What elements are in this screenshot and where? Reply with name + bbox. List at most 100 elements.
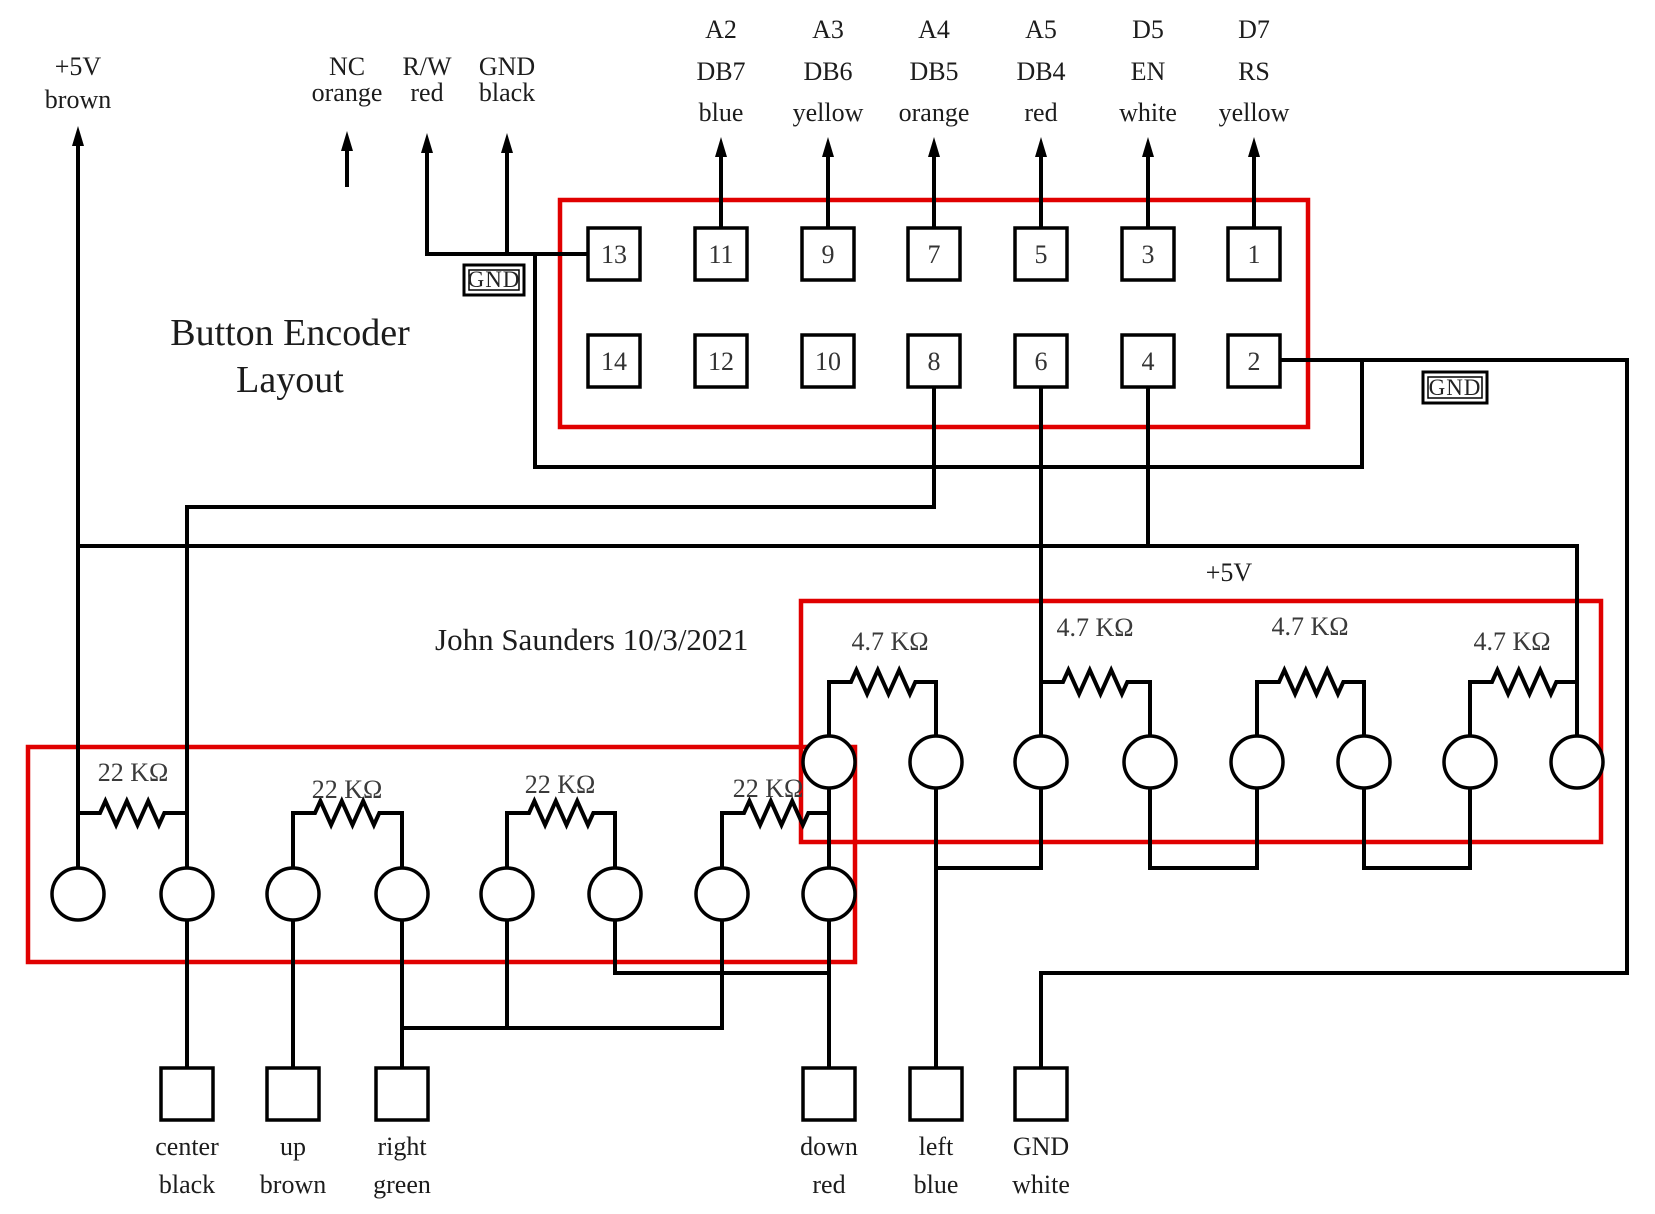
label-22k-2: 22 KΩ: [312, 775, 383, 804]
label-rw: R/W: [402, 52, 452, 81]
label-db5: DB5: [909, 57, 958, 86]
resistor-22k-2: [293, 796, 402, 830]
arrowhead-gnd: [501, 133, 513, 153]
pin-6: 6: [1035, 347, 1048, 376]
label-en: EN: [1131, 57, 1166, 86]
label-right-color: green: [373, 1170, 431, 1199]
gnd-tag-right: GND: [1429, 375, 1482, 400]
label-5v-color: brown: [45, 85, 111, 114]
label-22k-1: 22 KΩ: [98, 758, 169, 787]
wire-5v-bus: [76, 544, 1579, 738]
label-yellow1: yellow: [793, 98, 864, 127]
header-pins: [586, 226, 1282, 389]
label-47k-1: 4.7 KΩ: [851, 627, 928, 656]
label-gnd-btn: GND: [1013, 1132, 1069, 1161]
arrowhead-5v: [72, 126, 84, 146]
label-gnd-btn-color: white: [1012, 1170, 1070, 1199]
label-blue: blue: [699, 98, 744, 127]
resistors: [78, 665, 1577, 830]
label-nc: NC: [329, 52, 365, 81]
wire-pin8-route: [185, 385, 936, 870]
arrowhead-nc: [341, 131, 353, 151]
label-center: center: [155, 1132, 219, 1161]
pin-2: 2: [1248, 347, 1261, 376]
matrix-pads: [50, 866, 857, 922]
terminal-down: [801, 1066, 857, 1122]
label-up: up: [280, 1132, 306, 1161]
wires: [76, 252, 1629, 1070]
label-gndb-color: black: [479, 78, 535, 107]
arrowhead-rw: [421, 133, 433, 153]
label-47k-2: 4.7 KΩ: [1056, 613, 1133, 642]
gnd-tag-left: GND: [468, 267, 521, 292]
label-down: down: [800, 1132, 858, 1161]
label-right: right: [377, 1132, 427, 1161]
pin-7: 7: [928, 240, 941, 269]
label-a3: A3: [812, 15, 844, 44]
label-db4: DB4: [1016, 57, 1065, 86]
label-down-color: red: [812, 1170, 845, 1199]
diagram-title-line2: Layout: [236, 359, 344, 401]
pin-14: 14: [601, 347, 627, 376]
label-22k-4: 22 KΩ: [733, 774, 804, 803]
label-white2: white: [1119, 98, 1177, 127]
terminal-center: [159, 1066, 215, 1122]
labels: Button Encoder Layout John Saunders 10/3…: [45, 15, 1551, 1199]
pin-8: 8: [928, 347, 941, 376]
pin-11: 11: [708, 240, 733, 269]
label-db6: DB6: [803, 57, 852, 86]
label-5v-bus: +5V: [1206, 558, 1253, 587]
arrows: [72, 126, 1260, 868]
resistor-47k-4: [1470, 665, 1577, 699]
pin-13: 13: [601, 240, 627, 269]
resistor-47k-2: [1041, 665, 1150, 699]
label-center-color: black: [159, 1170, 215, 1199]
pin-1: 1: [1248, 240, 1261, 269]
pullup-pads: [801, 734, 1605, 790]
header-pin-numbers: 13 11 9 7 5 3 1 14 12 10 8 6 4 2: [601, 240, 1261, 376]
terminal-up: [265, 1066, 321, 1122]
label-up-color: brown: [260, 1170, 326, 1199]
pin-12: 12: [708, 347, 734, 376]
terminal-gnd: [1013, 1066, 1069, 1122]
matrix-22k-red-box: [25, 744, 858, 965]
label-d7: D7: [1238, 15, 1270, 44]
label-nc-color: orange: [312, 78, 383, 107]
resistor-47k-1: [829, 665, 936, 699]
resistor-22k-1: [78, 796, 187, 830]
pin-3: 3: [1142, 240, 1155, 269]
label-left-color: blue: [914, 1170, 959, 1199]
label-a5: A5: [1025, 15, 1057, 44]
label-db7: DB7: [696, 57, 745, 86]
diagram-title-line1: Button Encoder: [170, 312, 410, 354]
gnd-tags: GND GND: [462, 263, 1489, 405]
label-red2: red: [1024, 98, 1057, 127]
label-22k-3: 22 KΩ: [525, 770, 596, 799]
author-date: John Saunders 10/3/2021: [435, 622, 748, 657]
label-a2: A2: [705, 15, 737, 44]
pin-4: 4: [1142, 347, 1155, 376]
button-terminals: [159, 1066, 1069, 1122]
label-a4: A4: [918, 15, 950, 44]
label-5v: +5V: [55, 52, 102, 81]
label-rw-color: red: [410, 78, 443, 107]
resistor-22k-4: [722, 796, 829, 830]
pin-5: 5: [1035, 240, 1048, 269]
label-orange2: orange: [899, 98, 970, 127]
terminal-right: [374, 1066, 430, 1122]
label-47k-4: 4.7 KΩ: [1473, 627, 1550, 656]
pin-9: 9: [822, 240, 835, 269]
terminal-left: [908, 1066, 964, 1122]
label-rs: RS: [1238, 57, 1270, 86]
resistor-22k-3: [507, 796, 615, 830]
pin-10: 10: [815, 347, 841, 376]
label-left: left: [919, 1132, 954, 1161]
label-yellow2: yellow: [1219, 98, 1290, 127]
wire-gnd-loop: [533, 252, 1364, 469]
wire-pin2-gnd-bus: [1039, 358, 1629, 1070]
label-d5: D5: [1132, 15, 1164, 44]
label-47k-3: 4.7 KΩ: [1271, 612, 1348, 641]
pullup-47k-red-box: [798, 598, 1604, 845]
